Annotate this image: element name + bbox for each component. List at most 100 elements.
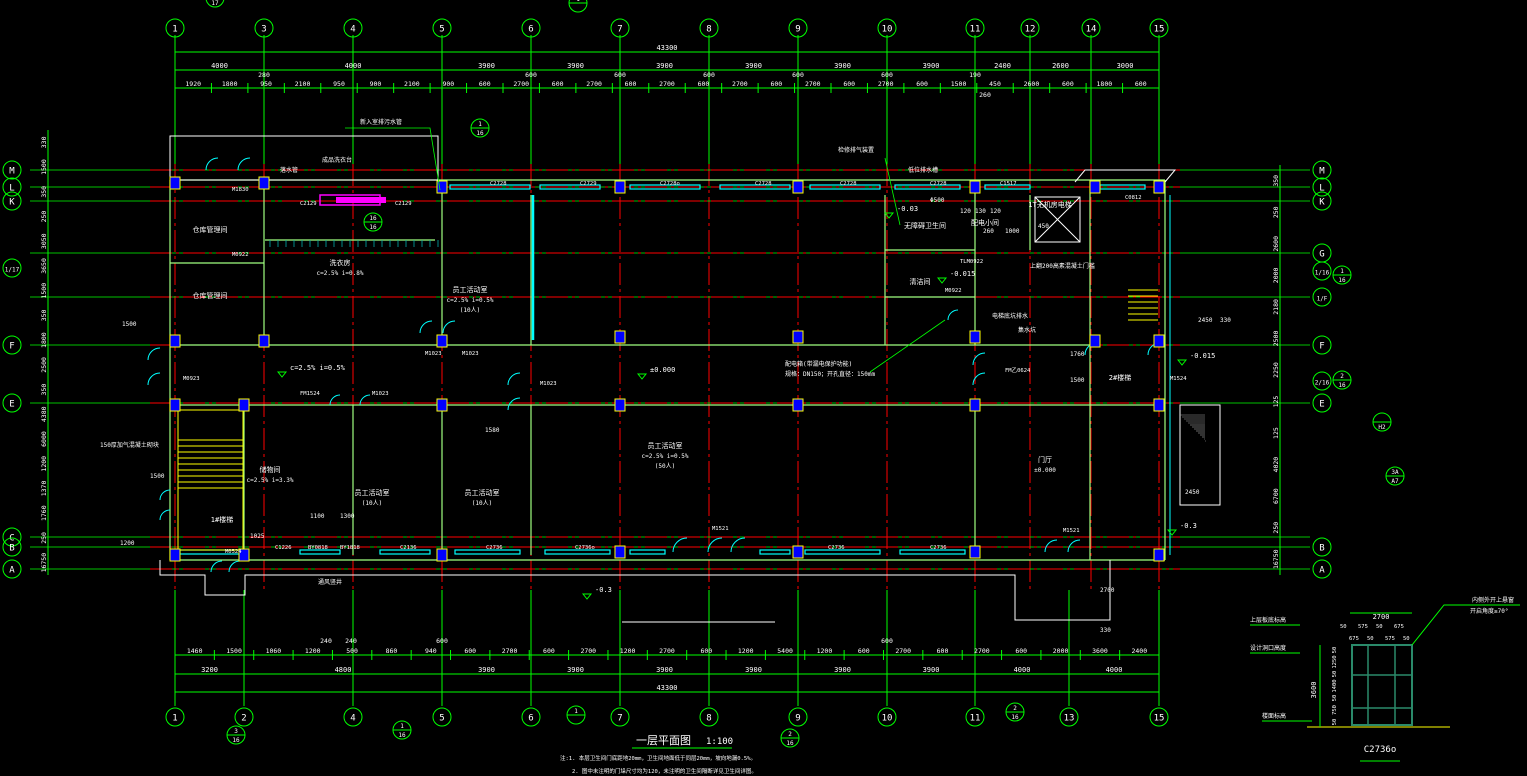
dimension-value: 3600 [1092,647,1108,655]
detail-side-dim: 1400 [1332,679,1338,692]
door-swing [507,397,521,411]
window-code: BY0818 [308,545,328,551]
dimension-value: 350 [40,186,48,198]
door-code: M1830 [232,187,249,193]
axis-bubble-left-circle [2,191,22,211]
dimension-value: 1920 [185,80,201,88]
room-subtext: (10人) [362,500,382,507]
dimension-value: 2250 [1272,362,1280,378]
door-swing [210,560,223,573]
window-code: C2728 [930,181,947,187]
detail-side-dim: 750 [1332,705,1338,715]
room-dimension: 450 [1038,223,1049,230]
dimension-value: 2100 [295,80,311,88]
axis-bubble-bottom-circle [432,707,452,727]
callout-text: 集水坑 [1018,326,1036,334]
axis-bubble-top-label: 10 [882,25,893,35]
dimension-value: 3050 [40,233,48,249]
axis-bubble-right-circle [1312,191,1332,211]
level-triangle-icon [276,371,288,378]
detail-side-dim: 50 [1332,695,1338,702]
door-code: FM乙0624 [1005,367,1031,374]
axis-bubble-left-circle [2,258,22,278]
dimension-value: 1460 [187,647,203,655]
section-mark-sheet: 16 [398,732,406,739]
level-triangle-icon [581,593,593,600]
axis-bubble-bottom-circle [234,707,254,727]
dimension-value: 600 [552,80,564,88]
detail-code: C2736o [1364,745,1397,755]
dimension-value: 3900 [656,62,673,70]
axis-bubble-bottom-label: 11 [970,714,981,724]
structural-column [614,545,626,559]
structural-column [436,548,448,562]
dimension-value: 2400 [994,62,1011,70]
axis-bubble-top-circle [521,18,541,38]
detail-note-2: 开启角度≥70° [1470,607,1508,615]
roof-outline [1074,169,1177,183]
axis-bubble-top-circle [343,18,363,38]
note-1: 注:1. 本层卫生间门底距地20mm，卫生间地面低于同层20mm，坡向地漏0.5… [560,754,756,762]
axis-bubble-left-circle [2,393,22,413]
detail-top-dim: 50 [1367,636,1374,642]
structural-column [969,330,981,344]
window-code: C0812 [1125,195,1142,201]
axis-bubble-top-circle [877,18,897,38]
room-dimension: 1200 [120,540,135,547]
dimension-value: 125 [1272,396,1280,408]
level-mark: -0.015 [1190,352,1215,360]
room-name: 1T无机房电梯 [1028,200,1071,209]
structural-column [169,334,181,348]
door-swing [329,394,341,406]
axis-bubble-right-label: G [1319,250,1324,260]
window [759,549,791,555]
callout-text: 低位排水槽 [908,166,938,174]
window [984,184,1031,190]
dimension-extra: 190 [969,71,981,79]
structural-column [792,180,804,194]
room-name: 员工活动室 [355,488,390,497]
leader-line [884,157,901,226]
dimension-value: 3900 [478,62,495,70]
axis-bubble-left-label: L [9,184,14,194]
axis-bubble-top-label: 11 [970,25,981,35]
callout-text: 150厚加气混凝土砌块 [100,441,159,449]
dimension-value: 2700 [974,647,990,655]
axis-bubble-left-label: F [9,342,14,352]
window-code: C1517 [1000,181,1017,187]
axis-bubble-right-circle [1312,160,1332,180]
door-swing [359,394,371,406]
dimension-value: 125 [1272,427,1280,439]
door-swing [442,320,456,334]
axis-bubble-bottom-circle [610,707,630,727]
section-mark-sheet: H2 [1378,424,1386,431]
callout-text: 成品洗衣台 [322,156,352,164]
door-code: M0923 [183,376,200,382]
structural-column [614,398,626,412]
detail-side-dim: 50 [1332,719,1338,726]
section-mark-sheet: 16 [476,130,484,137]
room-name: 员工活动室 [465,488,500,497]
dimension-value: 1200 [305,647,321,655]
dimension-extra: 240 [320,637,332,645]
structural-column [969,545,981,559]
callout-text: 配电箱(带漏电保护功能) [785,360,852,368]
section-mark-number: 1 [478,121,482,128]
room-dimension: 1000 [1005,228,1020,235]
door-code: M1023 [425,351,442,357]
sink-fill [336,197,386,203]
axis-bubble-top-circle [699,18,719,38]
dimension-value: 2000 [1272,267,1280,283]
dimension-value: 1200 [738,647,754,655]
structural-column [1153,180,1165,194]
level-mark: -0.03 [897,205,918,213]
canopy-outline [169,135,439,181]
door-swing [947,309,959,321]
dimension-extra: 600 [881,637,893,645]
dimension-value: 250 [1272,522,1280,534]
dimension-value: 2700 [659,647,675,655]
dimension-value: 3900 [745,666,762,674]
dimension-extra: 600 [703,71,715,79]
